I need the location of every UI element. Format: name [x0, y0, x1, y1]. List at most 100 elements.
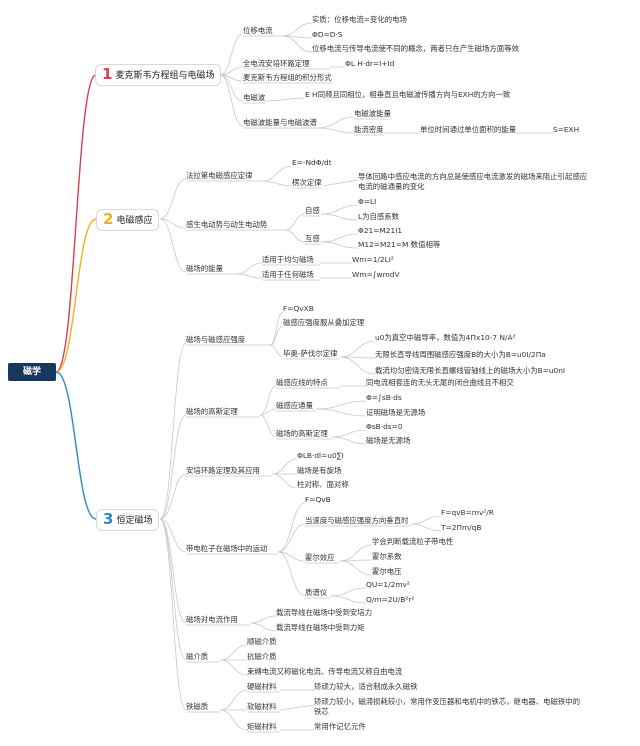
node-field-energy[interactable]: 磁场的能量	[186, 264, 223, 273]
node-bound-current[interactable]: 束缚电流又称磁化电流、传导电流又称自由电流	[247, 667, 403, 676]
node-displacement-current[interactable]: 位移电流	[243, 26, 273, 35]
node-flux-integral[interactable]: Φ=∫sB·ds	[366, 393, 402, 402]
node-faraday-law[interactable]: 法拉第电磁感应定律	[186, 171, 253, 180]
node-superposition[interactable]: 磁感应强度服从叠加定理	[283, 318, 365, 327]
node-full-current-law[interactable]: 全电流安培环路定理	[243, 59, 310, 68]
node-any-energy-formula[interactable]: Wm=∫wmdV	[352, 270, 400, 279]
node-paramagnetic[interactable]: 顺磁介质	[247, 637, 277, 646]
node-field-intensity[interactable]: 磁场与磁感应强度	[186, 335, 246, 344]
connector-curve	[320, 241, 359, 249]
node-rotational-field[interactable]: 磁场是有旋场	[297, 466, 342, 475]
connector-curve	[331, 436, 367, 445]
node-ampere-formula[interactable]: ΦLB·dl=u0∑I	[297, 451, 344, 460]
connector-curve	[219, 659, 248, 676]
node-particle-motion[interactable]: 带电粒子在磁场中的运动	[186, 544, 268, 553]
connector-curve	[315, 408, 367, 417]
node-essence[interactable]: 实质：位移电流=变化的电场	[312, 15, 407, 24]
node-force-formula[interactable]: F=QvXB	[283, 304, 314, 313]
connector-curve	[269, 325, 284, 346]
node-em-energy-spectrum[interactable]: 电磁波能量与电磁波谱	[243, 118, 317, 127]
node-uniform-energy-formula[interactable]: Wm=1/2LI²	[352, 255, 394, 264]
node-hall-voltage[interactable]: 霍尔电压	[372, 567, 402, 576]
node-lenz-law[interactable]: 楞次定律	[292, 178, 322, 187]
node-straight-wire[interactable]: 无限长直导线周围磁感应强度B的大小为B=u0I/2Пa	[375, 350, 546, 359]
node-soft-magnetic-desc[interactable]: 矫顽力较小，磁滞损耗较小，常用作变压器和电机中的铁芯，继电器、电磁铁中的铁芯	[314, 697, 581, 716]
node-hall-coefficient[interactable]: 霍尔系数	[372, 552, 402, 561]
node-rectangular-desc[interactable]: 常用作记忆元件	[314, 722, 366, 731]
node-em-wave-desc[interactable]: E H同频且同相位，相垂直且电磁波传播方向与EXH的方向一致	[305, 90, 511, 99]
node-mutual-induction[interactable]: 互感	[305, 234, 320, 243]
node-flux-proof[interactable]: 证明磁场是无源场	[366, 408, 426, 417]
node-torque[interactable]: 载流导线在磁场中受到力矩	[276, 623, 365, 632]
node-self-formula[interactable]: Φ=LI	[358, 197, 377, 206]
connector-curve	[281, 22, 313, 37]
node-symmetry[interactable]: 柱对称、面对称	[297, 480, 349, 489]
node-force-on-current[interactable]: 磁场对电流作用	[186, 615, 238, 624]
node-soft-magnetic[interactable]: 软磁材料	[247, 702, 277, 711]
node-magnetic-flux[interactable]: 磁感应通量	[276, 401, 313, 410]
node-faraday-formula[interactable]: E=-NdΦ/dt	[292, 158, 332, 167]
node-mass-formula-1[interactable]: QU=1/2mv²	[366, 580, 410, 589]
node-mass-spectrometer[interactable]: 质谱仪	[305, 588, 328, 597]
node-energy-flux-desc[interactable]: 单位时间通过单位面积的能量	[420, 125, 517, 134]
connector-line	[279, 704, 315, 711]
node-mutual-formula-1[interactable]: Φ21=M21I1	[358, 226, 403, 235]
node-rectangular-magnetic[interactable]: 矩磁材料	[247, 722, 277, 731]
node-energy-flux-formula[interactable]: S=EXH	[553, 125, 580, 134]
node-lenz-desc[interactable]: 导体回路中感应电流的方向总是使感应电流激发的磁场来阻止引起感应电流的磁通量的变化	[358, 172, 588, 191]
node-self-induction[interactable]: 自感	[305, 206, 320, 215]
node-em-energy[interactable]: 电磁波能量	[354, 109, 391, 118]
root-node[interactable]: 磁学	[8, 363, 56, 381]
node-flux-formula[interactable]: ΦD=D·S	[312, 30, 343, 39]
node-magnetic-medium[interactable]: 磁介质	[186, 652, 209, 661]
connector-curve	[259, 414, 277, 438]
connector-curve	[315, 400, 367, 410]
node-lorentz-formula[interactable]: F=QvB	[305, 495, 331, 504]
connector-curve	[249, 615, 277, 624]
node-gauss-formula[interactable]: ΦsB·ds=0	[366, 422, 403, 431]
node-hard-magnetic[interactable]: 硬磁材料	[247, 682, 277, 691]
node-ampere-law[interactable]: 安培环路定理及其应用	[186, 466, 260, 475]
node-biot-savart[interactable]: 毕奥-萨伐尔定律	[283, 349, 338, 358]
branch-label: 麦克斯韦方程组与电磁场	[115, 71, 215, 81]
connector-curve	[277, 502, 306, 553]
node-mass-formula-2[interactable]: Q/m=2U/B²r²	[366, 595, 415, 604]
connector-curve	[320, 233, 359, 243]
branch-label: 电磁感应	[116, 216, 153, 226]
node-period-formula[interactable]: T=2Пm/qB	[441, 523, 482, 532]
node-ferromagnetic[interactable]: 铁磁质	[186, 702, 209, 711]
node-no-source[interactable]: 磁场是无源场	[366, 436, 411, 445]
node-diamagnetic[interactable]: 抗磁介质	[247, 652, 277, 661]
node-perpendicular[interactable]: 当速度与磁感应强度方向垂直时	[305, 516, 409, 525]
node-hall-effect[interactable]: 霍尔效应	[305, 553, 335, 562]
node-full-current-formula[interactable]: ΦL H·dr=I+Id	[345, 59, 395, 68]
node-gauss-law[interactable]: 磁场的高斯定理	[186, 407, 238, 416]
connector-curve	[261, 165, 293, 182]
node-energy-flux[interactable]: 能流密度	[354, 125, 384, 134]
node-gauss-law-sub[interactable]: 磁场的高斯定理	[276, 429, 328, 438]
node-permeability[interactable]: u0为真空中磁导率，数值为4Пx10-7 N/A²	[375, 333, 516, 342]
node-mutual-formula-2[interactable]: M12=M21=M 数值相等	[358, 240, 441, 249]
connector-curve	[331, 429, 367, 438]
node-centripetal-formula[interactable]: F=qvB=mv²/R	[441, 508, 494, 517]
node-ampere-force[interactable]: 载流导线在磁场中受到安培力	[276, 608, 373, 617]
connector-curve	[219, 74, 244, 127]
node-solenoid[interactable]: 载流均匀密绕无限长直螺线管轴线上的磁场大小为B=u0nI	[375, 366, 566, 375]
node-uniform-field[interactable]: 适用于均匀磁场	[262, 255, 314, 264]
node-field-line-features[interactable]: 磁感应线的特点	[276, 378, 328, 387]
node-em-wave[interactable]: 电磁波	[243, 93, 266, 102]
node-induced-emf[interactable]: 感生电动势与动生电动势	[186, 220, 268, 229]
node-self-coefficient[interactable]: L为自感系数	[358, 212, 400, 221]
connector-curve	[159, 218, 187, 273]
connector-curve	[271, 473, 298, 489]
node-concept-note[interactable]: 位移电流与传导电流使不同的概念，两者只在产生磁场方面等效	[312, 44, 519, 53]
node-field-line-desc[interactable]: 同电流相套连的无头无尾的闭合曲线且不相交	[366, 378, 514, 387]
node-maxwell-integral[interactable]: 麦克斯韦方程组的积分形式	[243, 73, 332, 82]
connector-curve	[271, 458, 298, 475]
node-hard-magnetic-desc[interactable]: 矫顽力较大，适合制成永久磁铁	[314, 682, 418, 691]
node-hall-charge[interactable]: 学会判断载流粒子带电性	[372, 537, 454, 546]
node-any-field[interactable]: 适用于任何磁场	[262, 270, 314, 279]
